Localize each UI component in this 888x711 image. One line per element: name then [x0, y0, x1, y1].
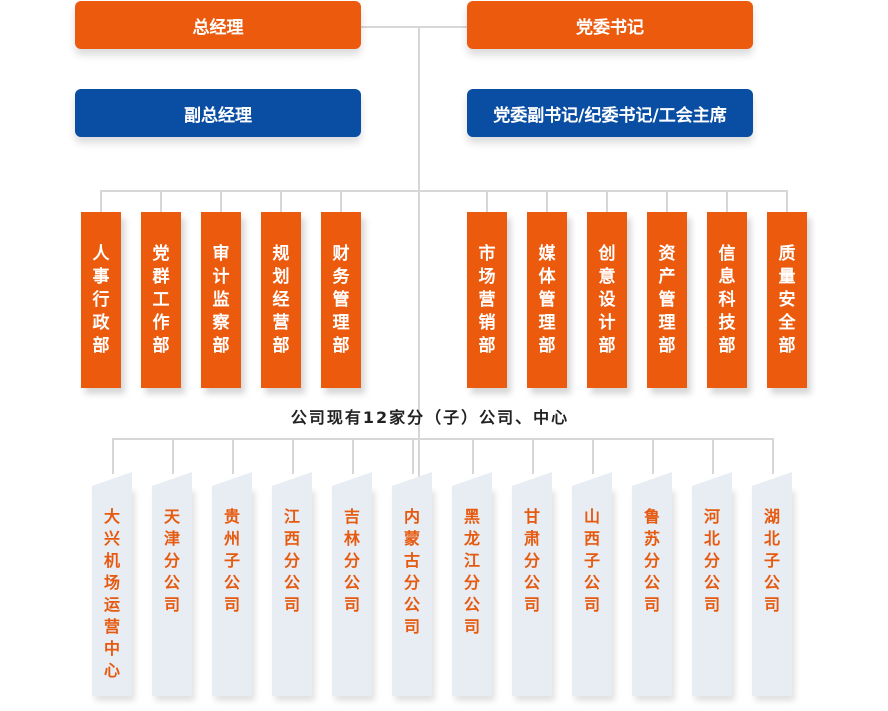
branch-drop — [712, 438, 714, 474]
branch-drop — [352, 438, 354, 474]
branch-drop — [412, 438, 414, 474]
branch-drop — [232, 438, 234, 474]
dept-drop — [666, 190, 668, 212]
deputy-general-manager-box: 副总经理 — [75, 89, 361, 137]
branch-1: 天津分公司 — [152, 472, 192, 696]
department-right_departments-1: 媒体管理部 — [527, 212, 567, 388]
department-left_departments-3: 规划经营部 — [261, 212, 301, 388]
branch-6: 黑龙江分公司 — [452, 472, 492, 696]
department-left_departments-4: 财务管理部 — [321, 212, 361, 388]
branch-8: 山西子公司 — [572, 472, 612, 696]
branch-9: 鲁苏分公司 — [632, 472, 672, 696]
dept-drop — [160, 190, 162, 212]
department-right_departments-4: 信息科技部 — [707, 212, 747, 388]
branch-0: 大兴机场运营中心 — [92, 472, 132, 696]
department-right_departments-0: 市场营销部 — [467, 212, 507, 388]
dept-drop — [100, 190, 102, 212]
department-right_departments-3: 资产管理部 — [647, 212, 687, 388]
branch-drop — [772, 438, 774, 474]
dept-drop — [486, 190, 488, 212]
branch-3: 江西分公司 — [272, 472, 312, 696]
dept-drop — [546, 190, 548, 212]
department-left_departments-1: 党群工作部 — [141, 212, 181, 388]
branch-drop — [532, 438, 534, 474]
subsidiary-caption: 公司现有12家分（子）公司、中心 — [290, 408, 570, 427]
department-left_departments-0: 人事行政部 — [81, 212, 121, 388]
dept-drop — [786, 190, 788, 212]
dept-drop — [280, 190, 282, 212]
department-right_departments-2: 创意设计部 — [587, 212, 627, 388]
department-right_departments-5: 质量安全部 — [767, 212, 807, 388]
branch-2: 贵州子公司 — [212, 472, 252, 696]
branch-drop — [472, 438, 474, 474]
general-manager-box: 总经理 — [75, 1, 361, 49]
branch-7: 甘肃分公司 — [512, 472, 552, 696]
deputy-party-secretary-box: 党委副书记/纪委书记/工会主席 — [467, 89, 753, 137]
dept-bus — [100, 190, 788, 192]
branch-drop — [112, 438, 114, 474]
branch-4: 吉林分公司 — [332, 472, 372, 696]
branch-drop — [652, 438, 654, 474]
dept-drop — [220, 190, 222, 212]
branch-bus — [112, 438, 774, 440]
dept-drop — [340, 190, 342, 212]
branch-5: 内蒙古分公司 — [392, 472, 432, 696]
branch-10: 河北分公司 — [692, 472, 732, 696]
dept-drop — [726, 190, 728, 212]
branch-drop — [592, 438, 594, 474]
branch-drop — [292, 438, 294, 474]
department-left_departments-2: 审计监察部 — [201, 212, 241, 388]
top-connector — [360, 26, 468, 28]
branch-11: 湖北子公司 — [752, 472, 792, 696]
dept-drop — [606, 190, 608, 212]
party-secretary-box: 党委书记 — [467, 1, 753, 49]
branch-drop — [172, 438, 174, 474]
main-trunk — [418, 26, 420, 496]
